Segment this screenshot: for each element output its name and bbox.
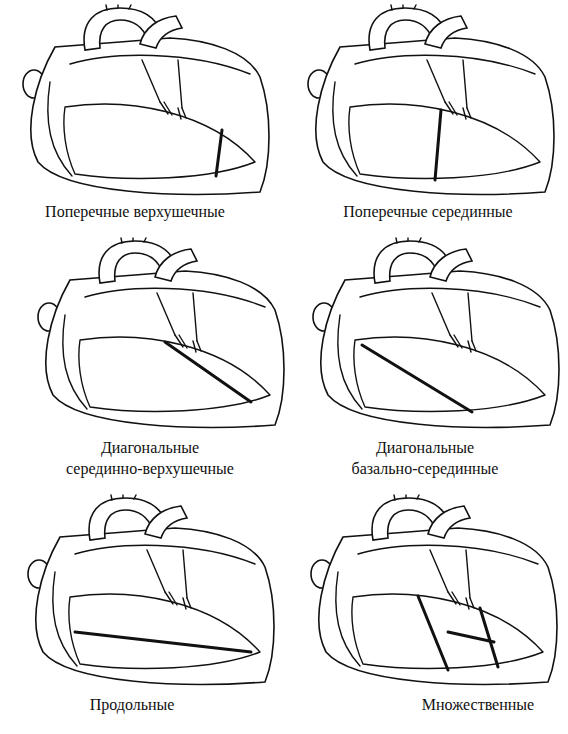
false-chord bbox=[418, 596, 448, 670]
heart-outline bbox=[311, 495, 557, 684]
heart-figure bbox=[313, 238, 559, 427]
caption-label: Множественные bbox=[422, 694, 534, 715]
heart-outline bbox=[23, 5, 269, 194]
false-chord bbox=[216, 130, 222, 176]
false-chord bbox=[75, 632, 251, 652]
caption-label: Поперечные верхушечные bbox=[45, 201, 225, 222]
false-chord bbox=[480, 608, 498, 667]
caption-label: Продольные bbox=[90, 694, 175, 715]
caption-label: Диагональные базально-серединные bbox=[350, 437, 500, 479]
false-chord bbox=[165, 342, 251, 402]
heart-figure bbox=[23, 5, 269, 194]
heart-figure bbox=[308, 5, 554, 194]
heart-outline bbox=[313, 238, 559, 427]
caption-label: Диагональные серединно-верхушечные bbox=[65, 437, 236, 479]
heart-figure bbox=[311, 495, 557, 684]
false-chord bbox=[362, 345, 472, 412]
caption-label: Поперечные серединные bbox=[343, 201, 512, 222]
heart-outline bbox=[308, 5, 554, 194]
false-chord bbox=[435, 110, 441, 180]
heart-outline bbox=[38, 238, 284, 427]
heart-figure bbox=[38, 238, 284, 427]
heart-outline bbox=[28, 495, 274, 684]
false-chord bbox=[448, 632, 494, 642]
heart-figure bbox=[28, 495, 274, 684]
